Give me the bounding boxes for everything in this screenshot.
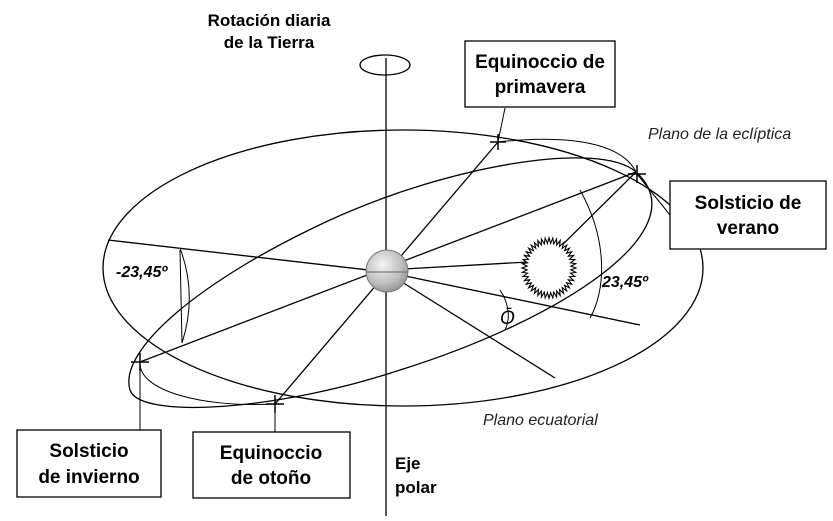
right-angle-arc <box>579 189 603 319</box>
equator-line-left <box>107 239 387 273</box>
sun-angle-arc <box>499 289 509 331</box>
equator-line-right <box>385 271 641 326</box>
summer-solstice-box <box>669 180 827 250</box>
ecliptic-plane-label: Plano de la eclíptica <box>648 126 791 143</box>
sun-angle-symbol: Ō <box>500 308 515 329</box>
autumn-label-2: de otoño <box>231 468 311 489</box>
left-angle-arc <box>179 247 190 344</box>
spring-label-1: Equinoccio de <box>475 52 605 73</box>
spring-equinox-box <box>464 40 616 108</box>
autumn-equinox-box <box>192 431 351 499</box>
summer-callout-leader <box>636 173 671 216</box>
polar-axis-label-2: polar <box>395 478 437 497</box>
ecliptic-inner-curve-right <box>497 138 637 173</box>
rotation-label-2: de la Tierra <box>224 33 315 52</box>
sun-outline <box>520 235 578 301</box>
rotation-label-1: Rotación diaria <box>208 11 331 30</box>
earth-sun-line <box>385 261 529 271</box>
lower-ray <box>385 271 556 379</box>
right-angle-label: 23,45º <box>601 274 649 291</box>
rotation-indicator <box>359 54 411 76</box>
winter-label-1: Solsticio <box>49 441 128 462</box>
earth-sphere <box>365 249 409 293</box>
polar-axis-label-1: Eje <box>395 454 421 473</box>
spring-label-2: primavera <box>495 77 586 98</box>
winter-solstice-box <box>16 429 162 498</box>
spring-callout-leader <box>497 107 506 143</box>
sun-icon <box>520 235 578 301</box>
summer-label-1: Solsticio de <box>695 193 802 214</box>
left-angle-label: -23,45º <box>116 264 168 281</box>
summer-label-2: verano <box>717 218 779 239</box>
left-angle-line <box>179 249 183 344</box>
autumn-label-1: Equinoccio <box>220 443 322 464</box>
ecliptic-inner-curve <box>139 361 276 406</box>
equatorial-plane-ellipse <box>102 129 704 407</box>
ecliptic-orbit <box>128 157 653 409</box>
winter-label-2: de invierno <box>38 467 139 488</box>
equatorial-plane-label: Plano ecuatorial <box>483 412 598 429</box>
